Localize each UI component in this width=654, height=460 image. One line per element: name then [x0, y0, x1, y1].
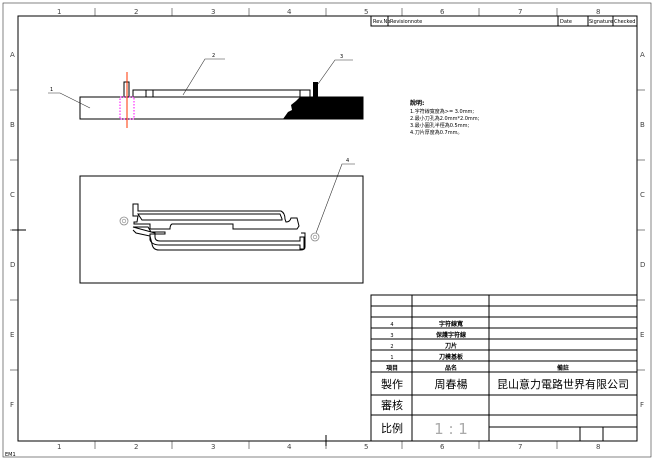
- svg-text:項目: 項目: [386, 364, 398, 372]
- svg-text:7: 7: [518, 443, 522, 451]
- plan-view: [79, 175, 364, 284]
- svg-text:Revisionnote: Revisionnote: [390, 19, 422, 25]
- parts-row: 4 字符線寬: [390, 320, 463, 328]
- blade: [313, 82, 318, 119]
- top-plate: [132, 89, 311, 98]
- svg-text:E: E: [640, 331, 644, 339]
- svg-text:B: B: [640, 121, 645, 129]
- callout-1: 1: [50, 87, 53, 93]
- svg-text:品名: 品名: [445, 364, 457, 372]
- svg-text:F: F: [10, 401, 14, 409]
- svg-text:1: 1: [57, 8, 61, 16]
- corner-mark: EM1: [5, 452, 16, 458]
- section-hatch: [283, 97, 363, 119]
- svg-text:1: 1: [390, 355, 393, 361]
- svg-text:字符線寬: 字符線寬: [439, 320, 463, 328]
- svg-text:昆山意力電路世界有限公司: 昆山意力電路世界有限公司: [497, 377, 629, 391]
- svg-text:Signature: Signature: [589, 19, 613, 25]
- svg-text:4: 4: [287, 443, 292, 451]
- svg-text:E: E: [10, 331, 14, 339]
- svg-text:5: 5: [364, 443, 368, 451]
- svg-text:3.最小圓孔半徑為0.5mm;: 3.最小圓孔半徑為0.5mm;: [410, 122, 469, 129]
- svg-text:A: A: [640, 51, 645, 59]
- revision-block: Rev.No Revisionnote Date Signature Check…: [370, 15, 638, 32]
- svg-text:保護字符線: 保護字符線: [435, 331, 466, 339]
- svg-text:刀模基板: 刀模基板: [439, 353, 464, 361]
- svg-text:5: 5: [364, 8, 368, 16]
- callout-2: 2: [212, 53, 215, 59]
- svg-text:2.最小刀孔為2.0mm*2.0mm;: 2.最小刀孔為2.0mm*2.0mm;: [410, 115, 480, 122]
- parts-row: 1 刀模基板: [390, 353, 464, 361]
- column-labels-top: 1 2 3 4 5 6 7 8: [57, 8, 600, 16]
- hole-right: [310, 232, 320, 242]
- svg-text:Rev.No: Rev.No: [373, 19, 390, 25]
- svg-text:6: 6: [440, 8, 445, 16]
- svg-text:4: 4: [287, 8, 292, 16]
- column-labels-bottom: 1 2 3 4 5 6 7 8: [57, 443, 600, 451]
- svg-text:1.字符線寬度為>= 3.0mm;: 1.字符線寬度為>= 3.0mm;: [410, 108, 474, 115]
- svg-text:周春楊: 周春楊: [435, 377, 468, 391]
- svg-text:2: 2: [134, 8, 138, 16]
- parts-row: 2 刀片: [390, 342, 457, 350]
- svg-text:3: 3: [211, 443, 215, 451]
- row-labels: A B C D E F A B C D E F: [10, 51, 645, 409]
- svg-text:4: 4: [390, 322, 393, 328]
- svg-text:A: A: [10, 51, 15, 59]
- svg-text:7: 7: [518, 8, 522, 16]
- svg-text:說明:: 說明:: [410, 99, 424, 107]
- svg-text:2: 2: [134, 443, 138, 451]
- svg-text:C: C: [640, 191, 645, 199]
- side-view: [79, 72, 364, 128]
- svg-text:審核: 審核: [381, 398, 403, 412]
- svg-text:3: 3: [390, 333, 393, 339]
- center-marks: [12, 224, 331, 446]
- zone-ticks: [10, 8, 645, 449]
- svg-text:比例: 比例: [381, 421, 403, 435]
- callout-leaders: [48, 58, 355, 234]
- svg-text:2: 2: [390, 344, 393, 350]
- parts-header: 項目 品名 備註: [386, 364, 569, 372]
- svg-text:F: F: [640, 401, 644, 409]
- svg-text:8: 8: [596, 443, 600, 451]
- parts-list: 4 字符線寬 3 保護字符線 2 刀片 1 刀模基板 項目 品名 備註: [370, 294, 638, 442]
- parts-row: 3 保護字符線: [390, 331, 466, 339]
- svg-text:Date: Date: [560, 19, 572, 25]
- svg-text:Checked: Checked: [614, 19, 635, 25]
- svg-text:3: 3: [211, 8, 215, 16]
- callout-3: 3: [340, 54, 343, 60]
- svg-text:C: C: [10, 191, 15, 199]
- title-block: 製作 周春楊 昆山意力電路世界有限公司 審核 比例 1 : 1: [381, 377, 629, 438]
- svg-text:1: 1: [57, 443, 61, 451]
- svg-text:6: 6: [440, 443, 445, 451]
- svg-text:8: 8: [596, 8, 600, 16]
- svg-text:製作: 製作: [381, 377, 403, 391]
- callout-4: 4: [346, 158, 349, 164]
- svg-text:D: D: [640, 261, 645, 269]
- svg-text:刀片: 刀片: [445, 342, 457, 350]
- svg-text:B: B: [10, 121, 15, 129]
- svg-text:D: D: [10, 261, 15, 269]
- notes: 說明: 1.字符線寬度為>= 3.0mm; 2.最小刀孔為2.0mm*2.0mm…: [410, 99, 480, 136]
- svg-text:備註: 備註: [557, 364, 569, 372]
- hole-left: [119, 216, 129, 226]
- scale-value: 1 : 1: [434, 420, 468, 438]
- svg-text:4.刀片厚度為0.7mm。: 4.刀片厚度為0.7mm。: [410, 129, 462, 136]
- blade-outline: [132, 203, 300, 230]
